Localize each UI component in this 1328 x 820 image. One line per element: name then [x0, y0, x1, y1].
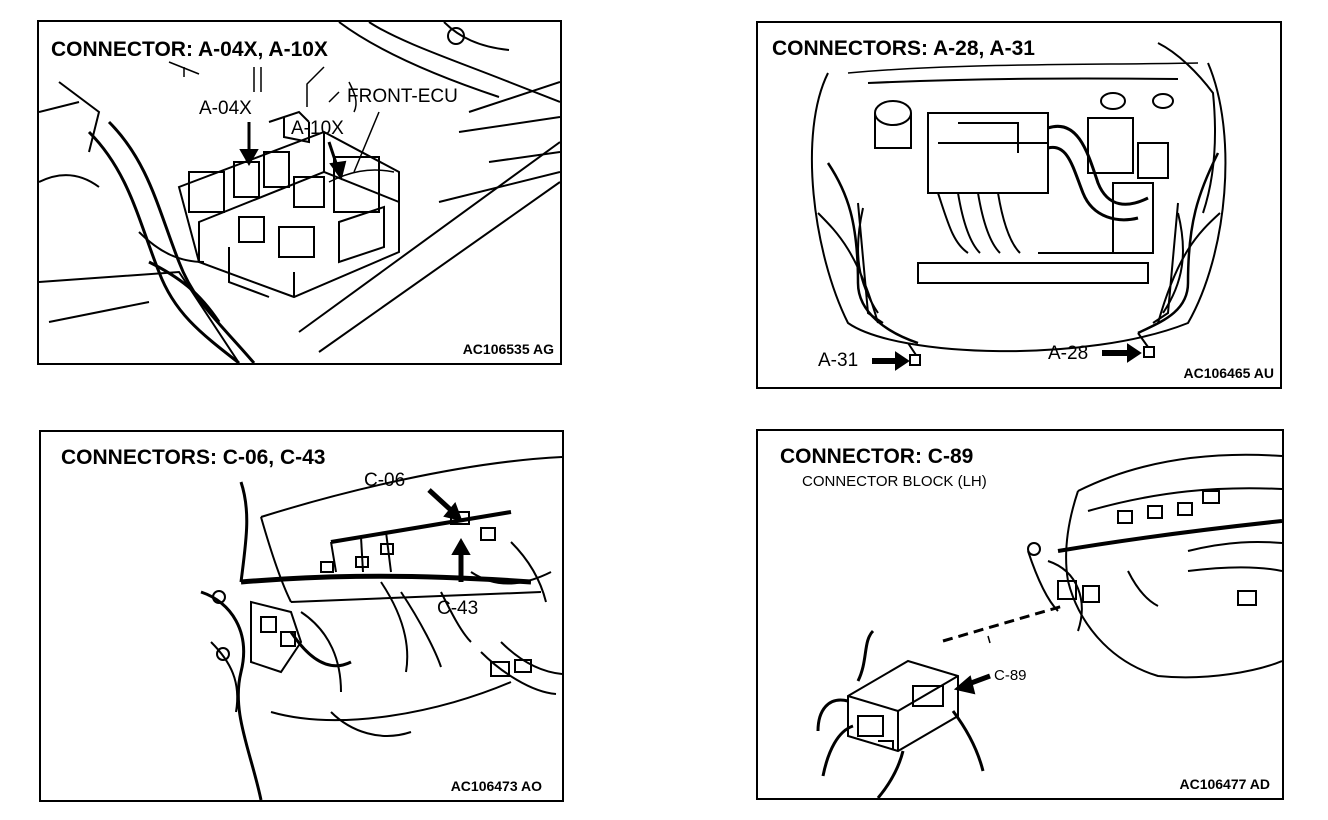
instrument-panel-harness-illustration: [200, 456, 562, 800]
panel-title: CONNECTOR: A-04X, A-10X: [51, 38, 328, 61]
panel-subtitle: CONNECTOR BLOCK (LH): [802, 473, 987, 490]
engine-compartment-illustration: [810, 42, 1227, 371]
panel-title: CONNECTOR: C-89: [780, 445, 974, 468]
label-a10x: A-10X: [291, 118, 344, 139]
label-a31: A-31: [818, 350, 859, 371]
panel-title: CONNECTORS: A-28, A-31: [772, 37, 1035, 60]
label-c43: C-43: [437, 598, 479, 619]
panel-connector-c89: CONNECTOR: C-89 CONNECTOR BLOCK (LH) C-8…: [756, 429, 1284, 800]
figure-code: AC106535 AG: [462, 341, 554, 357]
panel-connectors-a28-a31: CONNECTORS: A-28, A-31 A-31 A-28 AC10646…: [756, 21, 1282, 389]
panel-connector-a04x-a10x: CONNECTOR: A-04X, A-10X A-04X FRONT-ECU …: [37, 20, 562, 365]
figure-code: AC106465 AU: [1183, 365, 1274, 381]
figure-code: AC106473 AO: [450, 778, 542, 794]
engine-bay-fuse-box-illustration: [39, 22, 560, 363]
label-c89: C-89: [994, 667, 1027, 684]
panel-title: CONNECTORS: C-06, C-43: [61, 446, 326, 469]
label-a04x: A-04X: [199, 98, 252, 119]
connector-block-lh-illustration: [816, 453, 1282, 798]
label-front-ecu: FRONT-ECU: [347, 86, 458, 107]
panel-connectors-c06-c43: CONNECTORS: C-06, C-43 C-06 C-43 AC10647…: [39, 430, 564, 802]
label-a28: A-28: [1048, 343, 1089, 364]
label-c06: C-06: [364, 470, 406, 491]
figure-code: AC106477 AD: [1179, 776, 1270, 792]
